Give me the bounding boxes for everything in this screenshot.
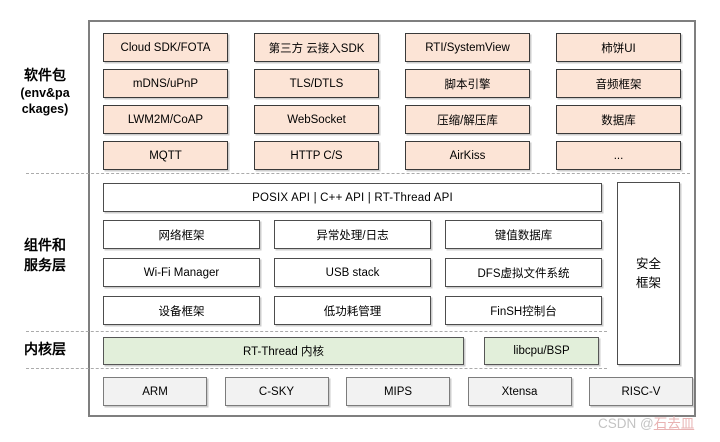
component-box-low-power: 低功耗管理 bbox=[274, 296, 431, 325]
component-box-exception-log: 异常处理/日志 bbox=[274, 220, 431, 249]
cpu-box-arm: ARM bbox=[103, 377, 207, 406]
kernel-label: 内核层 bbox=[24, 341, 66, 357]
security-line1: 安全 bbox=[635, 256, 661, 271]
components-grid: 网络框架 异常处理/日志 键值数据库 Wi-Fi Manager USB sta… bbox=[103, 220, 602, 325]
packages-grid: Cloud SDK/FOTA 第三方 云接入SDK RTI/SystemView… bbox=[103, 33, 681, 170]
package-box-lwm2m-coap: LWM2M/CoAP bbox=[103, 105, 228, 134]
security-framework-box: 安全 框架 bbox=[617, 182, 680, 365]
component-box-finsh-console: FinSH控制台 bbox=[445, 296, 602, 325]
cpu-row: ARM C-SKY MIPS Xtensa RISC-V bbox=[103, 377, 693, 406]
package-box-script-engine: 脚本引擎 bbox=[405, 69, 530, 98]
package-box-more: ... bbox=[556, 141, 681, 170]
components-label-line1: 组件和 bbox=[24, 237, 66, 253]
security-line2: 框架 bbox=[635, 275, 661, 290]
package-box-http-cs: HTTP C/S bbox=[254, 141, 379, 170]
watermark: CSDN @石去皿 bbox=[598, 412, 694, 432]
cpu-box-csky: C-SKY bbox=[224, 377, 329, 406]
cpu-box-xtensa: Xtensa bbox=[467, 377, 572, 406]
component-box-usb-stack: USB stack bbox=[274, 258, 431, 287]
watermark-username: 石去皿 bbox=[653, 416, 695, 431]
layer-label-packages: 软件包 (env&pa ckages) bbox=[6, 66, 84, 117]
package-box-airkiss: AirKiss bbox=[405, 141, 530, 170]
component-box-device-framework: 设备框架 bbox=[103, 296, 260, 325]
packages-label-sub2: ckages) bbox=[21, 102, 69, 116]
package-box-cloud-sdk: Cloud SDK/FOTA bbox=[103, 33, 228, 62]
package-box-websocket: WebSocket bbox=[254, 105, 379, 134]
package-box-persimmon-ui: 柿饼UI bbox=[556, 33, 681, 62]
cpu-box-mips: MIPS bbox=[346, 377, 450, 406]
api-bar: POSIX API | C++ API | RT-Thread API bbox=[103, 183, 602, 212]
package-box-audio-framework: 音频框架 bbox=[556, 69, 681, 98]
component-box-network-framework: 网络框架 bbox=[103, 220, 260, 249]
package-box-mqtt: MQTT bbox=[103, 141, 228, 170]
packages-label-sub1: (env&pa bbox=[20, 86, 70, 100]
package-box-database: 数据库 bbox=[556, 105, 681, 134]
package-box-compression-lib: 压缩/解压库 bbox=[405, 105, 530, 134]
layer-divider-kernel-bottom bbox=[26, 368, 607, 369]
layer-divider-packages bbox=[26, 173, 690, 174]
cpu-box-riscv: RISC-V bbox=[589, 377, 693, 406]
package-box-rti-systemview: RTI/SystemView bbox=[405, 33, 530, 62]
layer-divider-kernel-top bbox=[26, 331, 607, 332]
layer-label-components: 组件和 服务层 bbox=[6, 235, 84, 275]
libcpu-bsp-box: libcpu/BSP bbox=[484, 337, 599, 365]
package-box-tls-dtls: TLS/DTLS bbox=[254, 69, 379, 98]
packages-label-title: 软件包 bbox=[24, 67, 66, 83]
rt-thread-kernel-box: RT-Thread 内核 bbox=[103, 337, 464, 365]
components-label-line2: 服务层 bbox=[24, 257, 66, 273]
watermark-prefix: CSDN @ bbox=[598, 416, 654, 431]
layer-label-kernel: 内核层 bbox=[6, 340, 84, 359]
package-box-mdns-upnp: mDNS/uPnP bbox=[103, 69, 228, 98]
component-box-wifi-manager: Wi-Fi Manager bbox=[103, 258, 260, 287]
component-box-dfs-filesystem: DFS虚拟文件系统 bbox=[445, 258, 602, 287]
package-box-cloud-access-sdk: 第三方 云接入SDK bbox=[254, 33, 379, 62]
component-box-kv-database: 键值数据库 bbox=[445, 220, 602, 249]
